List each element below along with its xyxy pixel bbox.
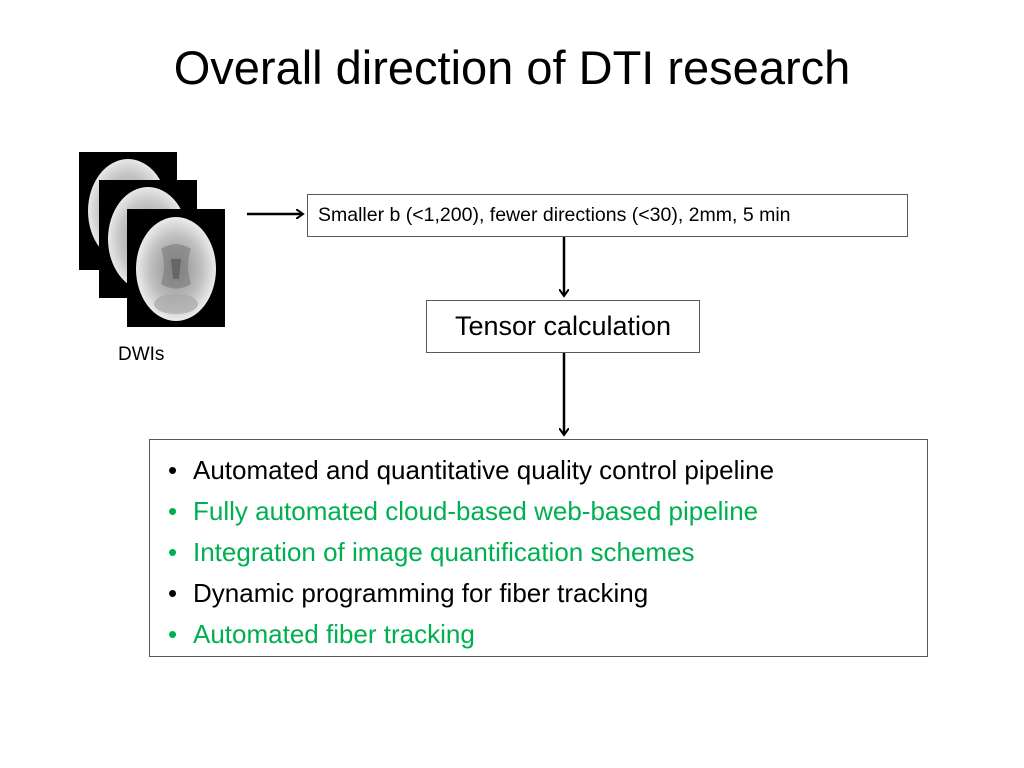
list-item-text: Automated and quantitative quality contr…: [193, 455, 775, 485]
bullet-icon: •: [168, 455, 178, 485]
bullet-icon: •: [168, 619, 178, 649]
list-item: • Dynamic programming for fiber tracking: [160, 573, 927, 614]
dwi-label: DWIs: [118, 344, 165, 365]
bullet-icon: •: [168, 537, 178, 567]
dwi-scan-image: [127, 209, 225, 327]
slide-title: Overall direction of DTI research: [173, 41, 851, 94]
bullet-icon: •: [168, 578, 178, 608]
tensor-calculation-box: Tensor calculation: [426, 300, 700, 353]
list-item: • Integration of image quantification sch…: [160, 532, 927, 573]
bullet-icon: •: [168, 496, 178, 526]
list-item: • Automated and quantitative quality cont…: [160, 450, 927, 491]
list-item-text: Automated fiber tracking: [193, 619, 475, 649]
research-directions-list: • Automated and quantitative quality cont…: [160, 450, 927, 655]
list-item: • Automated fiber tracking: [160, 614, 927, 655]
list-item: • Fully automated cloud-based web-based p…: [160, 491, 927, 532]
list-item-text: Integration of image quantification sche…: [193, 537, 695, 567]
list-item-text: Dynamic programming for fiber tracking: [193, 578, 649, 608]
acquisition-parameters-box: Smaller b (<1,200), fewer directions (<3…: [307, 194, 908, 237]
research-directions-box: • Automated and quantitative quality cont…: [149, 439, 928, 657]
list-item-text: Fully automated cloud-based web-based pi…: [193, 496, 759, 526]
